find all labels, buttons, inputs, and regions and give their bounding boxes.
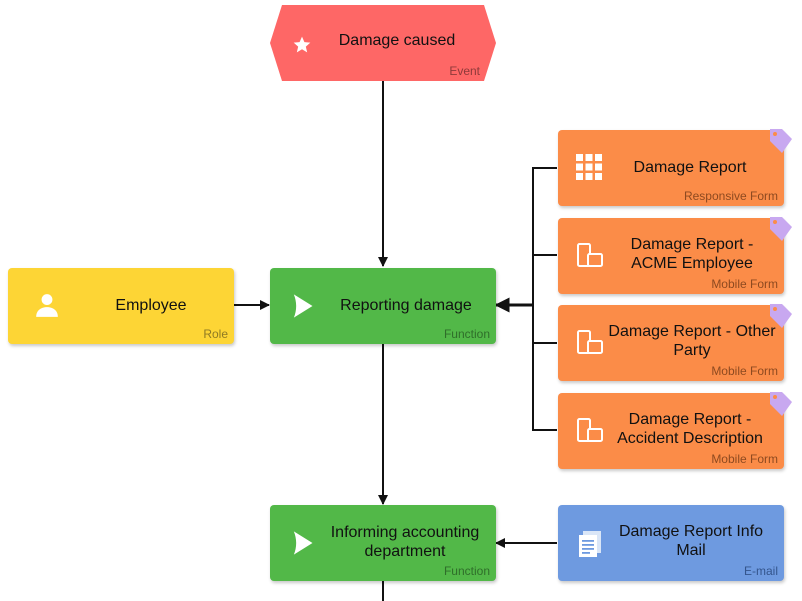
role-title: Employee (115, 296, 187, 314)
tag-icon[interactable] (766, 302, 794, 335)
event-hexagon-shape (270, 5, 496, 81)
grid-icon (576, 154, 602, 185)
form-title: Damage Report - Accident Description (617, 411, 763, 447)
person-icon (34, 292, 60, 323)
email-title: Damage Report Info Mail (618, 523, 764, 559)
tag-icon[interactable] (766, 215, 794, 248)
form-title: Damage Report - ACME Employee (630, 236, 754, 272)
email-type-label: E-mail (743, 564, 778, 578)
form-title: Damage Report - Other Party (608, 323, 776, 359)
function-title: Informing accounting department (330, 524, 480, 560)
event-title: Damage caused (338, 32, 456, 49)
form-type-label: Mobile Form (711, 452, 778, 466)
tag-icon[interactable] (766, 390, 794, 423)
role-node-employee[interactable]: Employee Role (8, 268, 234, 344)
form-type-label: Mobile Form (711, 277, 778, 291)
form-type-label: Mobile Form (711, 364, 778, 378)
form-title: Damage Report (633, 158, 747, 176)
function-node-reporting-damage[interactable]: Reporting damage Function (270, 268, 496, 344)
play-icon (288, 292, 316, 325)
form-type-label: Responsive Form (683, 189, 778, 203)
tag-icon[interactable] (766, 127, 794, 160)
function-type-label: Function (443, 327, 490, 341)
event-node-damage-caused[interactable]: Damage caused Event (270, 5, 496, 81)
function-title: Reporting damage (340, 296, 472, 314)
mobile-devices-icon (576, 329, 604, 362)
function-node-informing-accounting[interactable]: Informing accounting department Function (270, 505, 496, 581)
connector-forms-bracket (532, 167, 557, 431)
document-icon (576, 529, 604, 562)
play-icon (288, 529, 316, 562)
mobile-devices-icon (576, 242, 604, 275)
role-type-label: Role (203, 327, 228, 341)
mobile-devices-icon (576, 417, 604, 450)
form-node-damage-report[interactable]: Damage Report Responsive Form (558, 129, 792, 206)
event-type-label: Event (449, 64, 480, 78)
form-node-acme-employee[interactable]: Damage Report - ACME Employee Mobile For… (558, 217, 792, 294)
form-node-accident-description[interactable]: Damage Report - Accident Description Mob… (558, 392, 792, 469)
function-type-label: Function (443, 564, 490, 578)
form-node-other-party[interactable]: Damage Report - Other Party Mobile Form (558, 304, 792, 381)
email-node-damage-report-info-mail[interactable]: Damage Report Info Mail E-mail (558, 505, 784, 581)
